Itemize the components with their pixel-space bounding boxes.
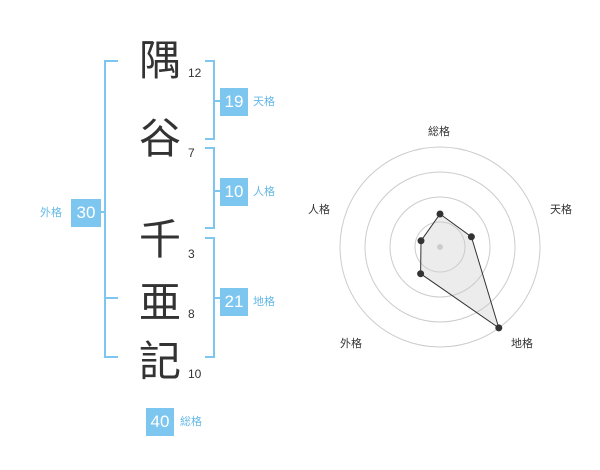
stroke-count-3: 3: [188, 247, 195, 261]
chikaku-value: 21: [220, 288, 248, 316]
radar-polygon: [420, 213, 500, 330]
tenkaku-label: 天格: [253, 95, 275, 108]
stroke-count-4: 8: [188, 307, 195, 321]
stroke-count-1: 12: [188, 66, 202, 80]
chikaku-label: 地格: [253, 295, 275, 308]
name-char-5: 記: [138, 337, 181, 386]
name-char-2: 谷: [138, 114, 181, 163]
jinkaku-value: 10: [220, 178, 248, 206]
tenkaku-value: 19: [220, 88, 248, 116]
radar-label-jinkaku: 人格: [308, 203, 330, 216]
tenkaku-bracket: [205, 60, 215, 140]
radar-chart: [339, 146, 541, 348]
radar-ring: [389, 196, 491, 298]
radar-center: [437, 244, 443, 250]
gaikaku-value: 30: [71, 199, 101, 227]
name-char-3: 千: [138, 215, 181, 264]
stroke-count-2: 7: [188, 146, 195, 160]
radar-point-5: [417, 237, 425, 245]
radar-ring: [339, 146, 541, 348]
radar-ring: [364, 171, 516, 323]
radar-label-tenkaku: 天格: [550, 203, 572, 216]
gaikaku-bracket: [104, 60, 118, 358]
soukaku-label: 総格: [180, 415, 202, 428]
gaikaku-label: 外格: [40, 206, 62, 219]
radar-label-gaikaku: 外格: [340, 337, 362, 350]
radar-ring: [414, 221, 466, 273]
radar-label-chikaku: 地格: [511, 337, 533, 350]
radar-point-3: [495, 324, 503, 332]
radar-point-1: [436, 210, 444, 218]
stroke-count-5: 10: [188, 367, 202, 381]
jinkaku-bracket: [205, 147, 215, 229]
radar-point-4: [417, 270, 425, 278]
radar-label-soukaku: 総格: [428, 125, 450, 138]
jinkaku-label: 人格: [253, 185, 275, 198]
name-char-1: 隅: [138, 36, 181, 85]
name-char-4: 亜: [138, 278, 181, 327]
soukaku-value: 40: [146, 408, 174, 436]
chikaku-bracket: [205, 237, 215, 358]
radar-point-2: [467, 233, 475, 241]
